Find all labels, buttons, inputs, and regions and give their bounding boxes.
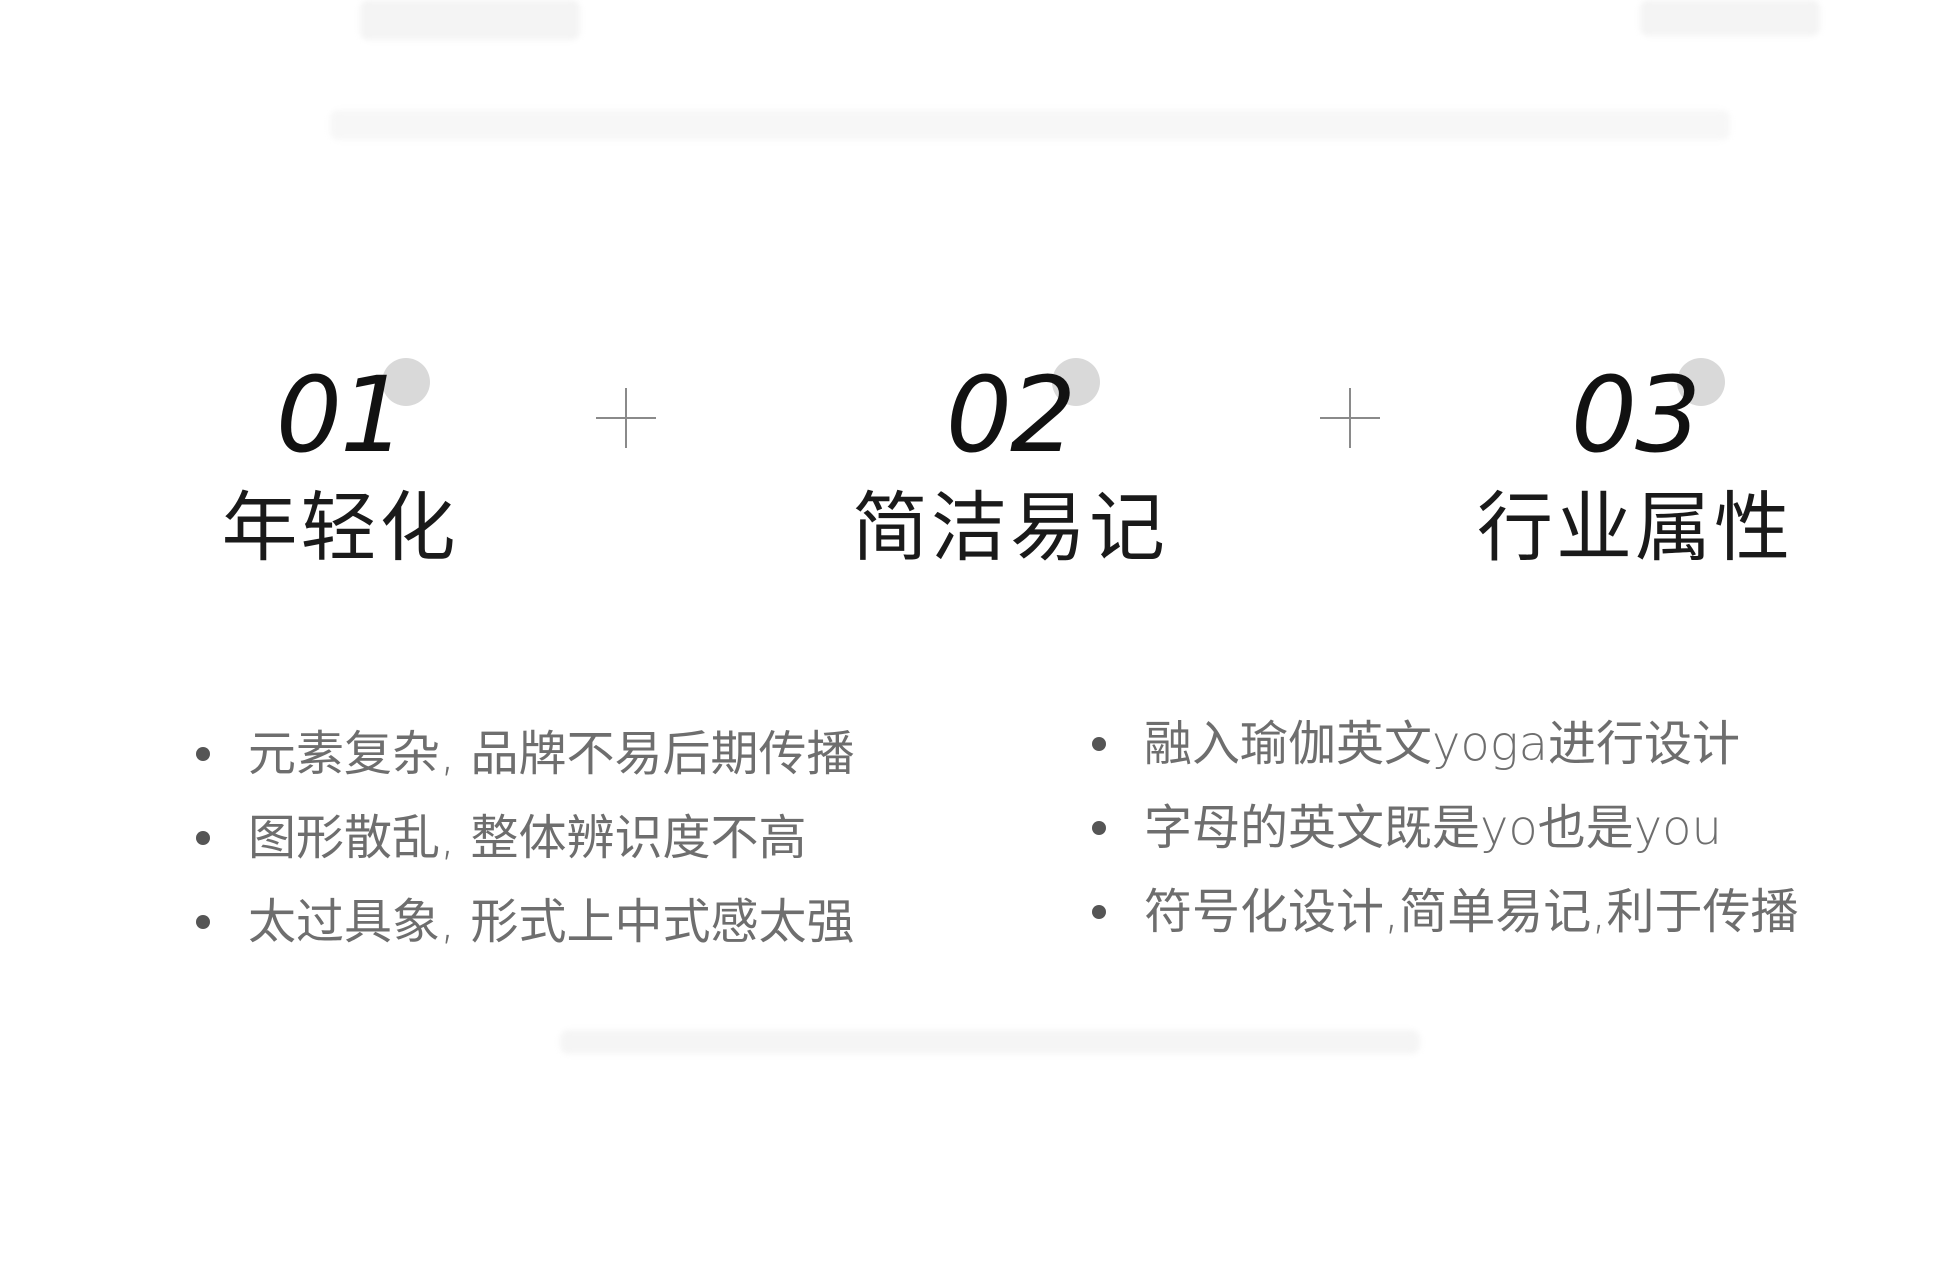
bullet-dot-icon bbox=[196, 915, 210, 929]
bullet-dot-icon bbox=[1092, 737, 1106, 751]
list-item: 融入瑜伽英文yoga进行设计 bbox=[1092, 702, 1799, 786]
bullet-dot-icon bbox=[196, 831, 210, 845]
ghost-remnant-top-left bbox=[360, 0, 580, 40]
list-item: 符号化设计,简单易记,利于传播 bbox=[1092, 870, 1799, 954]
list-item-text: 太过具象, 形式上中式感太强 bbox=[248, 894, 855, 950]
pillar-number: 02 bbox=[945, 354, 1076, 476]
bullet-dot-icon bbox=[1092, 821, 1106, 835]
bullet-dot-icon bbox=[1092, 905, 1106, 919]
bullet-dot-icon bbox=[196, 747, 210, 761]
pillar-number-wrap: 03 bbox=[1571, 358, 1726, 470]
pillar-number: 03 bbox=[1570, 354, 1701, 476]
pillar-simple-memorable: 02 简洁易记 bbox=[800, 358, 1220, 572]
pillar-title: 行业属性 bbox=[1477, 483, 1793, 572]
list-item-text: 符号化设计,简单易记,利于传播 bbox=[1144, 884, 1799, 940]
pillar-youthful: 01 年轻化 bbox=[130, 358, 550, 572]
list-item: 图形散乱, 整体辨识度不高 bbox=[196, 796, 855, 880]
list-item: 元素复杂, 品牌不易后期传播 bbox=[196, 712, 855, 796]
accent-dot bbox=[382, 358, 431, 406]
pillar-number-wrap: 01 bbox=[276, 358, 431, 470]
list-item-text: 字母的英文既是yo也是you bbox=[1144, 800, 1722, 856]
pillar-title: 年轻化 bbox=[221, 483, 459, 572]
list-item-text: 图形散乱, 整体辨识度不高 bbox=[248, 810, 807, 866]
accent-dot bbox=[1052, 358, 1101, 406]
plus-separator bbox=[596, 388, 656, 448]
accent-dot bbox=[1677, 358, 1726, 406]
pillar-number: 01 bbox=[275, 354, 406, 476]
list-item-text: 融入瑜伽英文yoga进行设计 bbox=[1144, 716, 1740, 772]
ghost-remnant-row bbox=[330, 110, 1730, 140]
pillar-number-wrap: 02 bbox=[946, 358, 1101, 470]
pillar-industry-attribute: 03 行业属性 bbox=[1425, 358, 1845, 572]
ghost-remnant-bottom bbox=[560, 1030, 1420, 1054]
list-item: 字母的英文既是yo也是you bbox=[1092, 786, 1799, 870]
solutions-list: 融入瑜伽英文yoga进行设计 字母的英文既是yo也是you 符号化设计,简单易记… bbox=[1092, 702, 1799, 954]
list-item-text: 元素复杂, 品牌不易后期传播 bbox=[248, 726, 855, 782]
pillar-title: 简洁易记 bbox=[852, 483, 1168, 572]
plus-separator bbox=[1320, 388, 1380, 448]
ghost-remnant-top-right bbox=[1640, 0, 1820, 36]
problems-list: 元素复杂, 品牌不易后期传播 图形散乱, 整体辨识度不高 太过具象, 形式上中式… bbox=[196, 712, 855, 964]
list-item: 太过具象, 形式上中式感太强 bbox=[196, 880, 855, 964]
